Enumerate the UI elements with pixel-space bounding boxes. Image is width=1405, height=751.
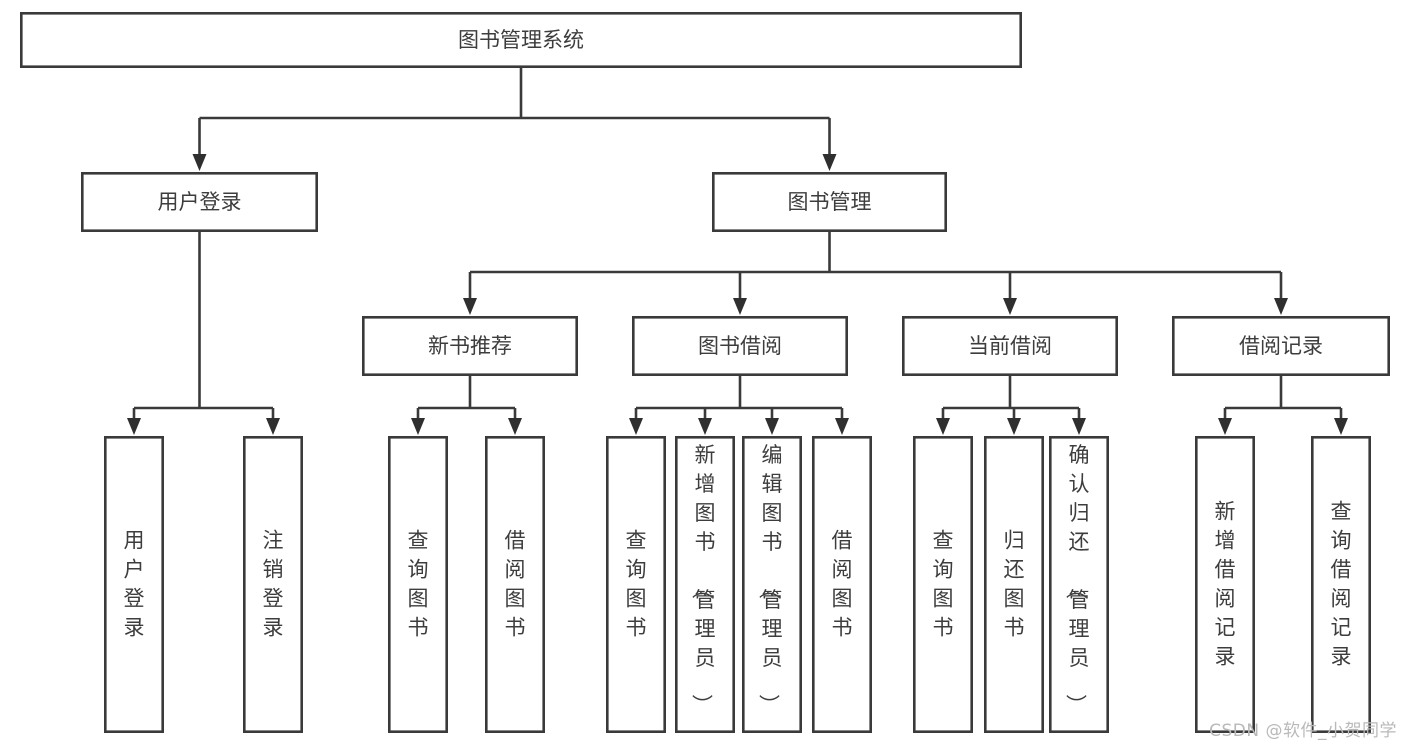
node-label: 注销登录 <box>263 529 284 640</box>
node-查询图书-leaf[interactable]: 查询图书 <box>605 435 666 733</box>
arrow-head <box>1072 418 1086 435</box>
arrow-head <box>765 418 779 435</box>
node-box[interactable] <box>674 435 735 733</box>
node-当前借阅-level2[interactable]: 当前借阅 <box>901 315 1118 376</box>
node-box[interactable] <box>387 435 448 733</box>
node-归还图书-leaf[interactable]: 归还图书 <box>983 435 1044 733</box>
node-label: 用户登录 <box>124 529 145 640</box>
node-label: 借阅图书 <box>505 529 526 640</box>
arrow-head <box>936 418 950 435</box>
node-label: 新书推荐 <box>428 334 512 358</box>
arrow-head <box>1218 418 1232 435</box>
connector-login-to-leaves <box>127 232 280 435</box>
node-借阅图书-leaf[interactable]: 借阅图书 <box>484 435 545 733</box>
arrow-head <box>1003 298 1017 315</box>
node-用户登录-level1[interactable]: 用户登录 <box>81 172 318 233</box>
node-查询借阅记录-leaf[interactable]: 查询借阅记录 <box>1311 435 1372 733</box>
node-图书管理系统-root[interactable]: 图书管理系统 <box>19 12 1023 69</box>
node-查询图书-leaf[interactable]: 查询图书 <box>912 435 973 733</box>
connector-current-to-leaves <box>936 376 1086 435</box>
node-label: 新增借阅记录 <box>1215 500 1236 669</box>
node-box[interactable] <box>811 435 872 733</box>
arrow-head <box>835 418 849 435</box>
node-label: 借阅图书 <box>832 529 853 640</box>
node-box[interactable] <box>1311 435 1372 733</box>
arrow-head <box>463 298 477 315</box>
node-查询图书-leaf[interactable]: 查询图书 <box>387 435 448 733</box>
connector-books-to-level2 <box>463 232 1288 315</box>
node-box[interactable] <box>741 435 802 733</box>
node-图书借阅-level2[interactable]: 图书借阅 <box>631 315 848 376</box>
node-label: 查询图书 <box>933 529 954 640</box>
connector-records-to-leaves <box>1218 376 1348 435</box>
node-box[interactable] <box>912 435 973 733</box>
connector-root-to-level1 <box>192 68 837 171</box>
node-box[interactable] <box>484 435 545 733</box>
node-label: 当前借阅 <box>968 334 1052 358</box>
arrow-head <box>1274 298 1288 315</box>
node-新增借阅记录-leaf[interactable]: 新增借阅记录 <box>1195 435 1256 733</box>
node-label: 图书管理 <box>788 190 872 214</box>
node-借阅记录-level2[interactable]: 借阅记录 <box>1172 315 1391 376</box>
node-用户登录-leaf[interactable]: 用户登录 <box>104 435 165 733</box>
node-label: 图书借阅 <box>698 334 782 358</box>
arrow-head <box>411 418 425 435</box>
node-box[interactable] <box>361 315 578 376</box>
node-label: 新增图书（管理员） <box>690 443 716 715</box>
node-label: 编辑图书（管理员） <box>757 443 783 715</box>
node-box[interactable] <box>1172 315 1391 376</box>
node-box[interactable] <box>983 435 1044 733</box>
node-label: 查询借阅记录 <box>1331 500 1352 669</box>
node-新增图书管理员-leaf[interactable]: 新增图书（管理员） <box>674 435 735 733</box>
arrow-head <box>508 418 522 435</box>
node-新书推荐-level2[interactable]: 新书推荐 <box>361 315 578 376</box>
arrow-head <box>1007 418 1021 435</box>
node-box[interactable] <box>631 315 848 376</box>
node-注销登录-leaf[interactable]: 注销登录 <box>243 435 304 733</box>
node-label: 用户登录 <box>158 190 242 214</box>
node-box[interactable] <box>243 435 304 733</box>
connector-newbooks-to-leaves <box>411 376 522 435</box>
node-编辑图书管理员-leaf[interactable]: 编辑图书（管理员） <box>741 435 802 733</box>
arrow-head <box>1334 418 1348 435</box>
node-box[interactable] <box>104 435 165 733</box>
node-box[interactable] <box>901 315 1118 376</box>
arrow-head <box>192 154 207 171</box>
node-label: 查询图书 <box>626 529 647 640</box>
arrow-head <box>733 298 747 315</box>
node-label: 图书管理系统 <box>458 28 584 52</box>
node-box[interactable] <box>81 172 318 233</box>
node-label: 确认归还（管理员） <box>1064 443 1090 715</box>
arrow-head <box>127 418 141 435</box>
node-label: 归还图书 <box>1004 529 1025 640</box>
connector-borrow-to-leaves <box>629 376 849 435</box>
arrow-head <box>822 154 837 171</box>
node-box[interactable] <box>711 172 947 233</box>
connector-layer <box>127 68 1348 435</box>
node-box[interactable] <box>19 12 1023 69</box>
node-box[interactable] <box>1049 435 1110 733</box>
node-借阅图书-leaf[interactable]: 借阅图书 <box>811 435 872 733</box>
node-label: 借阅记录 <box>1239 334 1323 358</box>
node-图书管理-level1[interactable]: 图书管理 <box>711 172 947 233</box>
node-layer: 图书管理系统用户登录图书管理新书推荐图书借阅当前借阅借阅记录用户登录注销登录查询… <box>19 12 1391 733</box>
arrow-head <box>266 418 280 435</box>
node-box[interactable] <box>605 435 666 733</box>
node-确认归还管理员-leaf[interactable]: 确认归还（管理员） <box>1049 435 1110 733</box>
arrow-head <box>698 418 712 435</box>
arrow-head <box>629 418 643 435</box>
node-label: 查询图书 <box>408 529 429 640</box>
node-box[interactable] <box>1195 435 1256 733</box>
